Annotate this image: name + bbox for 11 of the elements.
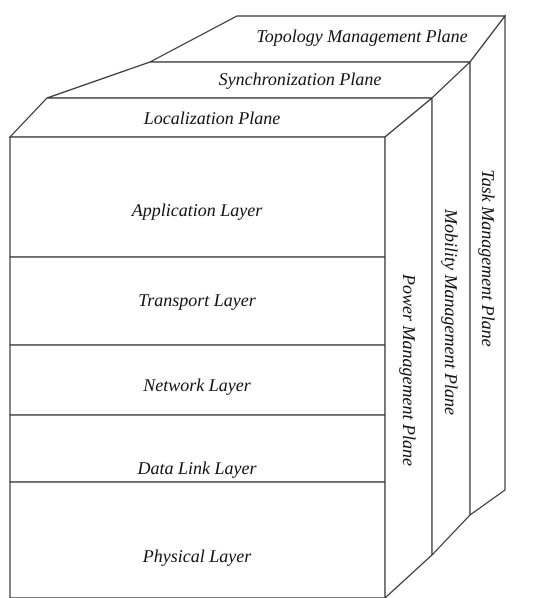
layer-label: Data Link Layer (138, 459, 256, 477)
layer-label: Network Layer (143, 376, 251, 394)
plane-label: Task Management Plane (479, 169, 497, 347)
layer-label: Transport Layer (138, 291, 256, 309)
layer-label: Application Layer (132, 201, 262, 219)
plane-label: Localization Plane (144, 109, 280, 127)
plane-label: Mobility Management Plane (442, 209, 460, 415)
layer-label: Physical Layer (142, 547, 252, 565)
plane-label: Power Management Plane (400, 274, 418, 466)
plane-label: Topology Management Plane (256, 27, 468, 45)
plane-label: Synchronization Plane (218, 70, 382, 88)
